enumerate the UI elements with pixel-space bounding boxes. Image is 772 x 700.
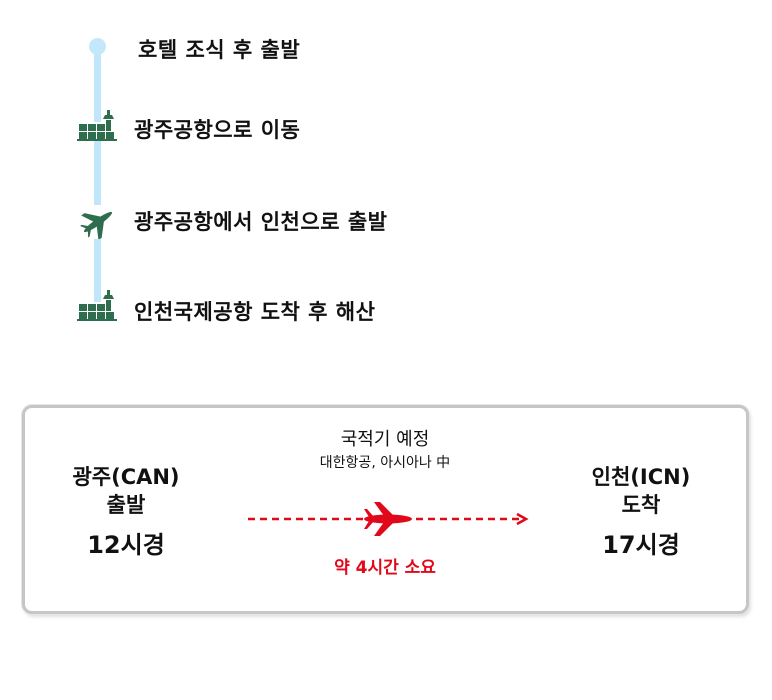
arrival-city: 인천(ICN) xyxy=(591,465,691,489)
departure-status: 출발 xyxy=(106,493,146,517)
arrival-block: 인천(ICN) 도착 17시경 xyxy=(571,463,711,559)
step-3-label: 광주공항에서 인천으로 출발 xyxy=(134,210,388,234)
airplane-red-icon xyxy=(364,502,414,536)
carrier-list: 대한항공, 아시아나 中 xyxy=(319,455,451,471)
airport-icon xyxy=(77,110,117,141)
airport-icon xyxy=(77,290,117,321)
departure-city: 광주(CAN) xyxy=(72,465,180,489)
step-4-label: 인천국제공항 도착 후 해산 xyxy=(134,300,376,324)
itinerary-timeline: 호텔 조식 후 출발 광주공항으로 이동 광주공항에서 인천으로 출발 xyxy=(77,38,388,324)
departure-block: 광주(CAN) 출발 12시경 xyxy=(56,463,196,559)
departure-time: 12시경 xyxy=(87,531,165,559)
flight-duration: 약 4시간 소요 xyxy=(334,558,436,578)
arrival-status: 도착 xyxy=(621,493,661,517)
carrier-title: 국적기 예정 xyxy=(340,429,430,450)
timeline-line xyxy=(94,46,101,308)
step-2-label: 광주공항으로 이동 xyxy=(134,118,301,142)
step-1-label: 호텔 조식 후 출발 xyxy=(138,38,301,62)
arrival-time: 17시경 xyxy=(602,531,680,559)
dot-icon xyxy=(89,38,106,55)
airplane-icon xyxy=(78,205,120,239)
flight-route-arrow xyxy=(248,502,529,536)
